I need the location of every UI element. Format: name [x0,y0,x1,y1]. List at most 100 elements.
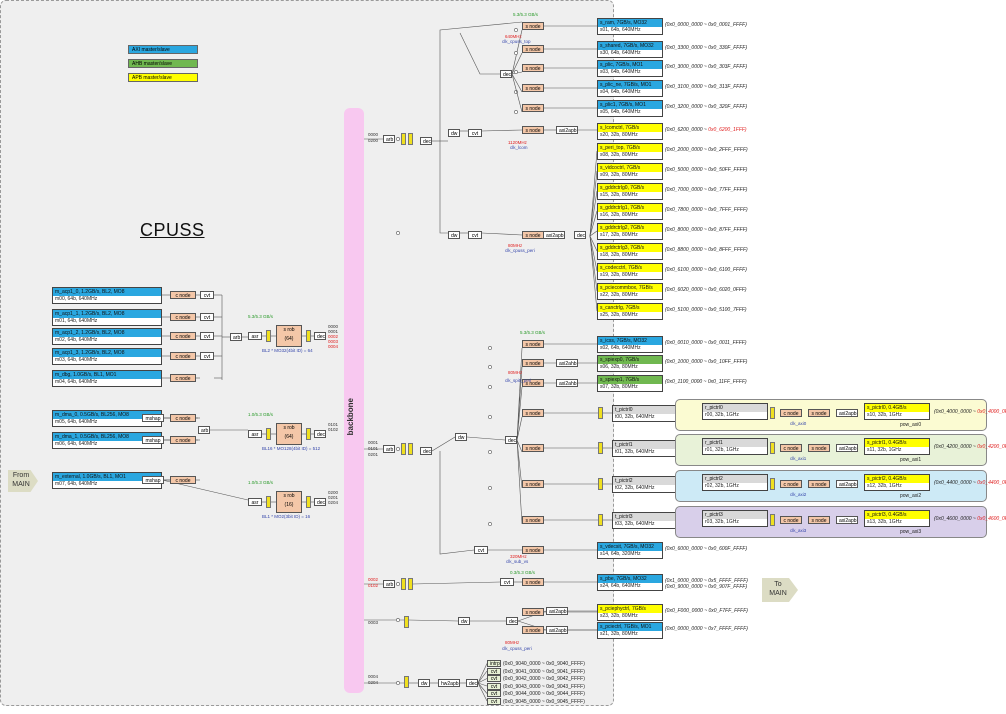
s-node: s node [522,45,544,53]
slice-block [770,442,775,454]
slave-name: r_pictrl3 [703,511,767,519]
address-range: (0x0_6200_0000 ~ 0x0_6200_1FFF) [665,127,747,133]
master-name: m_acp1_0, 1.2GB/s, BL2, MO8 [53,288,161,296]
power-domain: pow_axi0 [900,422,922,428]
backbone-label: backbone [346,398,355,436]
wire [477,663,488,684]
clock-label: clk_axi3 [790,528,807,533]
cvt-block: cvt [468,129,482,137]
address-range: (0x0_4400_0000 ~ 0x0_4400_0FFF) [934,480,1006,486]
mshap-block: mshap [142,436,164,444]
junction [396,681,400,685]
wire [589,170,598,237]
address-range: (0x0_F000_0000 ~ 0x0_F7FF_FFFF) [665,608,748,614]
c-node: c node [780,480,802,488]
bottom-tag: cvt [487,667,501,675]
asr-block: asr [248,498,262,506]
dw-block: dw [458,617,470,625]
dec-block: dec [314,430,326,438]
slice-block [266,496,271,508]
power-domain: pow_axi3 [900,529,922,535]
slave-info: s17, 32b, 80MHz [600,232,638,238]
backbone-id: 0201 [368,452,379,457]
slave-name: s_gddrctrlg0, 7GB/s [598,184,662,192]
master-info: m03, 64b, 640MHz [55,357,98,363]
s-node: s node [522,231,544,239]
slave-info: s06, 32b, 80MHz [600,364,638,370]
wire [431,436,456,452]
master-name: m_external, 1.0GB/s, BL1, MO1 [53,473,161,481]
wire [589,235,598,252]
address-range: (0x0_9044_0000 ~ 0x0_9044_FFFF) [503,691,585,697]
address-range: (0x0_0000_0000 ~ 0x7_FFFF_FFFF) [665,626,748,632]
slave-name: s_spiexp0, 7GB/s [598,356,662,364]
id-label: 0001 [328,329,339,334]
wire [481,129,523,132]
slave-name: s_pictrl2, 0.4GB/s [865,475,929,483]
address-range-end: 0x0_4400_0FFF) [977,480,1006,486]
legend-item: APB master/slave [128,73,198,82]
wire [589,235,598,292]
c-node: c node [170,476,196,484]
axi2apb-block: axi2apb [836,480,858,488]
from-main-arrow [8,470,38,492]
address-range: (0x0_0010_0000 ~ 0x0_0011_FFFF) [665,340,747,346]
address-range-end: 0x0_4200_0FFF) [977,444,1006,450]
slave-name: s_lcomctrl, 7GB/s [598,124,662,132]
mshap-block: mshap [142,476,164,484]
slave-info: s24, 64b, 640MHz [600,583,641,589]
slave-name: s_plic1, 7GB/s, MO1 [598,101,662,109]
slave-name: r_pictrl1 [703,439,767,447]
slave-info: t01, 32b, 640MHz [615,449,655,455]
c-node: c node [780,444,802,452]
junction [488,346,492,350]
slave-name: s_pciephyctrl, 7GB/s [598,605,662,613]
s-node: s node [522,409,544,417]
legend-item: AXI master/slave [128,45,198,54]
slice-block [408,443,413,455]
slave-name: s_spiexp1, 7GB/s [598,376,662,384]
junction [514,70,518,74]
cvt-block: cvt [200,352,214,360]
s-node: s node [808,409,830,417]
address-range: (0x0_4000_0000 ~ 0x0_4000_0FFF) [934,409,1006,415]
address-range: (0x0_3300_0000 ~ 0x0_330F_FFFF) [665,45,748,51]
slave-info: s08, 32b, 80MHz [600,152,638,158]
c-node: c node [170,291,196,299]
wire [516,416,523,441]
address-range: (0x0_4600_0000 ~ 0x0_4600_0FFF) [934,516,1006,522]
s-node: s node [522,516,544,524]
master-info: m06, 64b, 640MHz [55,441,98,447]
junction [514,28,518,32]
clock-label: clk_sub_vs [506,559,529,564]
s-node: s node [808,516,830,524]
slave-info: r00, 32b, 1GHz [705,412,739,418]
id-label: 0003 [328,339,339,344]
slice-block [401,578,406,590]
dw-block: dw [418,679,430,687]
wire [511,73,523,93]
freq-label: 80MHz [508,370,523,375]
backbone-id: 0003 [368,620,379,625]
slice-block [770,407,775,419]
s-node: s node [522,480,544,488]
address-range: (0x0_9045_0000 ~ 0x0_9045_FFFF) [503,698,585,705]
cvt-block: cvt [500,578,514,586]
address-range: (0x0_6000_0000 ~ 0x0_600F_FFFF) [665,546,748,552]
junction [488,522,492,526]
axi2apb-block: axi2apb [836,409,858,417]
clock-label: clk_axi0 [790,421,807,426]
bottom-tag: cvt [487,675,501,682]
rob-block: s rob (64) [276,325,302,347]
